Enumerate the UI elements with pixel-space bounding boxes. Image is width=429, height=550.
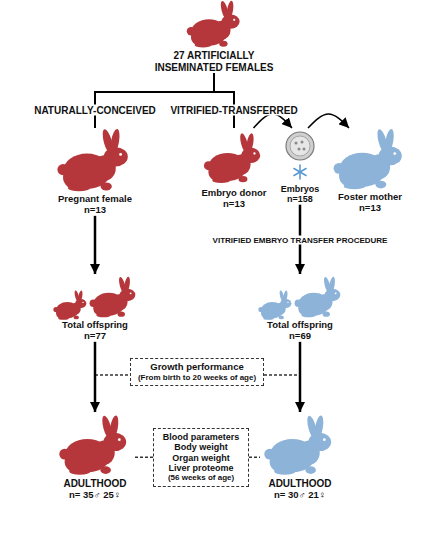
node-text: n=13 [50,205,140,216]
flow-arrow [254,114,293,128]
node-text: n= 35♂ 25♀ [55,490,135,501]
flow-arrow [299,342,302,412]
rabbit-icon [59,415,126,475]
node-text: 27 ARTIFICIALLY INSEMINATED FEMALES [144,50,284,73]
node-text: ADULTHOOD [55,478,135,490]
node-text: Organ weight [156,453,246,463]
dashed-box: Blood parametersBody weightOrgan weightL… [153,428,249,487]
rabbit-node: Pregnant femalen=13 [50,128,140,216]
node-text: Liver proteome [156,463,246,473]
petri-dish [286,132,314,160]
node-text: Body weight [156,442,246,452]
snowflake-symbol [294,165,306,179]
rabbit-icon [187,0,240,47]
branch-label: NATURALLY-CONCEIVED [32,105,158,116]
rabbit-node: Foster mothern=13 [328,128,412,214]
rabbit-icon [258,290,291,320]
rabbit-icon [264,415,331,475]
rabbit-node: Total offspringn=77 [50,274,140,342]
rabbit-icon [295,276,341,317]
node-text: Embryo donor [195,188,273,199]
node-text: Total offspring [50,320,140,331]
dotted-leader [95,374,130,376]
node-text: (From birth to 20 weeks of age) [133,373,261,382]
rabbit-icon [90,276,136,317]
node-text: ADULTHOOD [260,478,340,490]
rabbit-icon [53,290,86,320]
rabbit-node: Embryosn=158 [280,128,320,205]
branch-label: VITRIFIED-TRANSFERRED [168,105,299,116]
node-text: n=77 [50,331,140,342]
dotted-link [135,457,153,459]
dotted-link [249,457,260,459]
embryo-dot [303,148,306,151]
rabbit-node: 27 ARTIFICIALLY INSEMINATED FEMALES [144,0,284,73]
snowflake-arm [294,169,306,176]
rabbit-node: ADULTHOODn= 35♂ 25♀ [55,412,135,500]
rabbit-icon [204,133,260,183]
node-text: n= 30♂ 21♀ [260,490,340,501]
dashed-box: Growth performance(From birth to 20 week… [130,358,264,386]
node-text: n=13 [328,203,412,214]
dish-rim [286,132,314,160]
dish-inner [290,136,310,156]
embryo-dot [301,141,304,144]
flow-arrow [214,73,234,128]
branch-label: VITRIFIED EMBRYO TRANSFER PROCEDURE [211,236,390,245]
node-text: Pregnant female [50,194,140,205]
rabbit-node: Embryo donorn=13 [195,128,273,210]
rabbit-node: Total offspringn=69 [255,274,345,342]
flow-arrow [94,216,97,274]
node-text: Total offspring [255,320,345,331]
embryo-dot [295,142,298,145]
node-text: Embryos [280,184,320,194]
rabbit-icon [334,128,402,189]
node-text: Foster mother [328,192,412,203]
node-text: Blood parameters [156,432,246,442]
node-text: n=13 [195,199,273,210]
snowflake-arm [294,169,306,176]
flow-arrow [94,342,97,412]
dotted-leader [264,374,300,376]
node-text: n=69 [255,331,345,342]
flow-arrow [308,114,349,128]
node-text: n=158 [280,194,320,204]
node-text: (56 weeks of age) [156,473,246,482]
flow-arrow [95,73,214,128]
node-text: Growth performance [133,362,261,373]
rabbit-node: ADULTHOODn= 30♂ 21♀ [260,412,340,500]
rabbit-icon [57,128,127,191]
embryo-dot [298,148,301,151]
